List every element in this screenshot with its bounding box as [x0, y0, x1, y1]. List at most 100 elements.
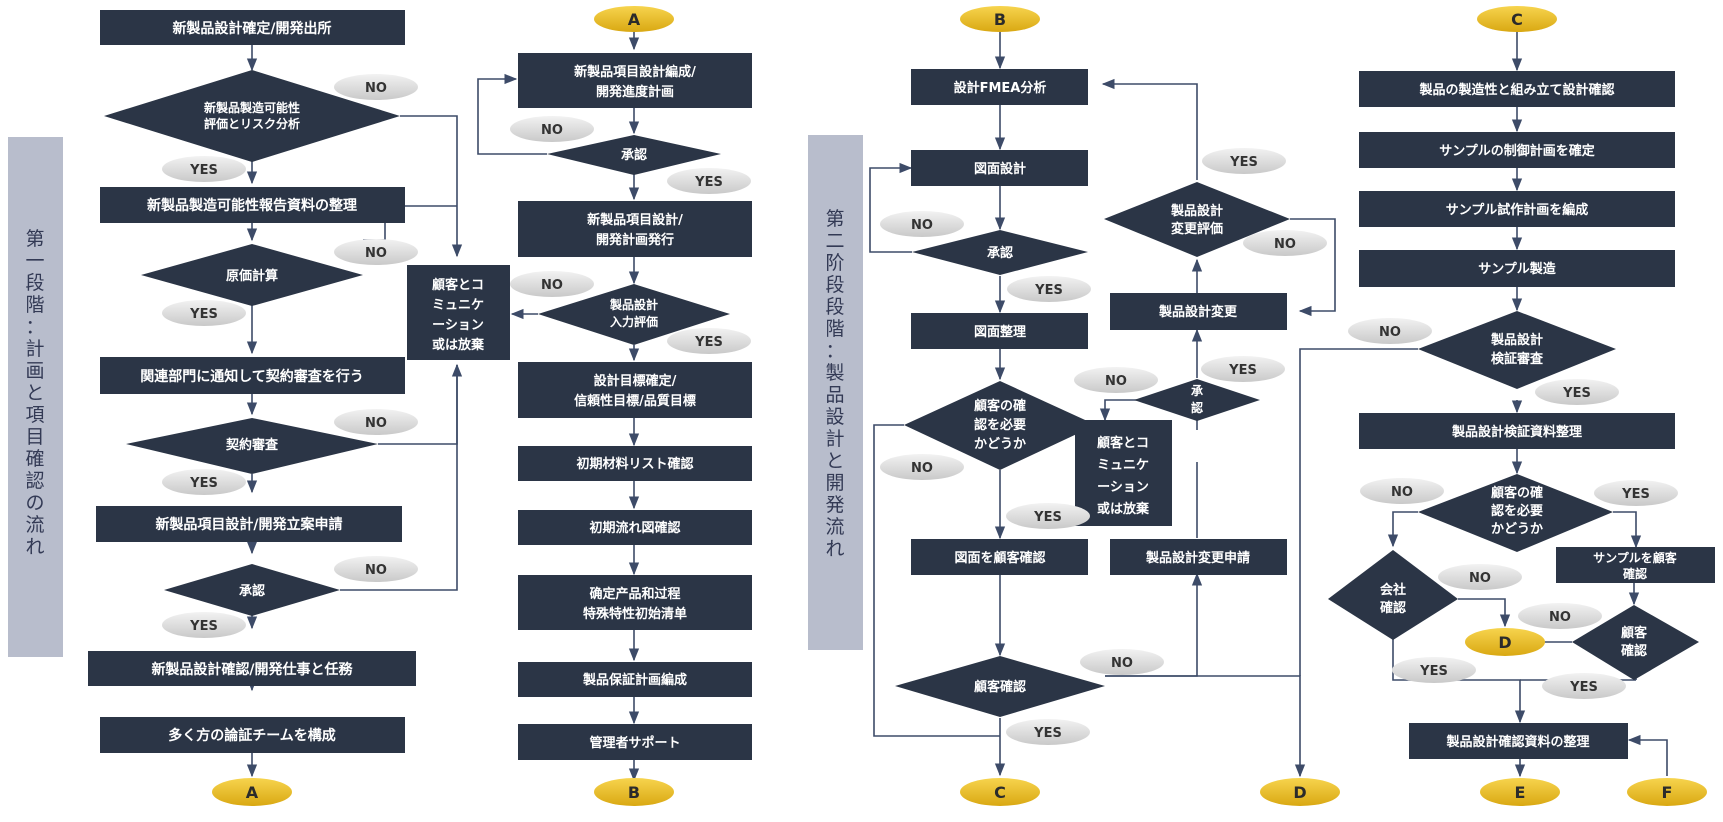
badge-yes-11: YES — [1006, 719, 1090, 745]
phase2-text-char: 第 — [825, 208, 844, 230]
badge-no-11: NO — [1080, 649, 1164, 675]
badge-yes-5: YES — [667, 168, 751, 194]
customer-decision-1: 顧客確認 — [895, 656, 1105, 717]
yes-no-badges: NO YES NO YES NO YES NO YES NO YES NO YE… — [162, 74, 1678, 745]
phase2-text-char: 発 — [825, 494, 844, 516]
phase1-text-char: 目 — [25, 426, 44, 448]
comm1-line4: 或は放棄 — [432, 337, 485, 353]
badge-yes-15: YES — [1542, 673, 1626, 699]
control-plan-label: サンプルの制御計画を確定 — [1439, 143, 1595, 159]
phase1-text-char: と — [25, 382, 44, 404]
flow-label: 初期流れ図確認 — [589, 520, 680, 536]
sample-customer-box: サンプルを顧客 確認 — [1556, 547, 1715, 583]
approve-decision-2-label: 承認 — [621, 147, 647, 163]
plan-line2: 開発進度計画 — [596, 84, 674, 100]
phase2-text-char: 計 — [825, 428, 844, 450]
customer-2-line1: 顧客 — [1621, 625, 1648, 641]
badge-yes-2: YES — [162, 300, 246, 326]
phase-1-sidebar: 第一段階：計画と項目確認の流れ — [8, 137, 63, 657]
badge-no-8: NO — [1243, 230, 1327, 256]
approve-decision-1-label: 承認 — [239, 583, 265, 599]
phase2-text-char: 階 — [825, 318, 844, 340]
materials-label: 初期材料リスト確認 — [576, 456, 693, 472]
connector-C-top-label: C — [1511, 10, 1523, 29]
badge-no-10-label: NO — [911, 461, 933, 476]
connector-A-top: A — [594, 6, 674, 32]
arrange-label: 図面整理 — [974, 324, 1026, 340]
feasibility-decision-line1: 新製品製造可能性 — [204, 100, 300, 115]
badge-no-1-label: NO — [365, 81, 387, 96]
phase1-text-char: 計 — [25, 338, 44, 360]
confirm-docs-label: 製品設計確認資料の整理 — [1445, 734, 1589, 750]
badge-yes-6-label: YES — [694, 335, 723, 350]
change-eval-line2: 変更評価 — [1171, 221, 1223, 237]
approve-decision-4-line1: 承 — [1191, 384, 1203, 398]
badge-yes-10: YES — [1006, 503, 1090, 529]
badge-yes-4-label: YES — [189, 619, 218, 634]
verify-docs-label: 製品設計検証資料整理 — [1451, 424, 1582, 440]
badge-no-6: NO — [510, 271, 594, 297]
start-box-label: 新製品設計確定/開発出所 — [172, 20, 331, 37]
badge-no-2-label: NO — [365, 246, 387, 261]
approve-decision-2: 承認 — [547, 135, 721, 175]
connector-A-bottom-label: A — [246, 783, 259, 802]
need-customer-decision-2: 顧客の確 認を必要 かどうか — [1418, 474, 1613, 552]
special-line1: 确定产品和过程 — [589, 586, 680, 602]
connector-D-mid-label: D — [1498, 633, 1511, 652]
company-line2: 確認 — [1380, 600, 1406, 616]
badge-no-10: NO — [880, 454, 964, 480]
apply-box: 新製品項目設計/開発立案申請 — [96, 506, 402, 542]
badge-yes-12: YES — [1535, 379, 1619, 405]
badge-no-15-label: NO — [1549, 610, 1571, 625]
company-decision: 会社 確認 — [1328, 550, 1458, 640]
confirm-docs-box: 製品設計確認資料の整理 — [1409, 723, 1628, 759]
approve-decision-4: 承 認 — [1134, 379, 1260, 421]
change-label: 製品設計変更 — [1158, 304, 1238, 320]
need-customer-1-line1: 顧客の確 — [974, 398, 1026, 414]
support-box: 管理者サポート — [518, 724, 752, 760]
targets-line2: 信頼性目標/品質目標 — [574, 393, 696, 409]
phase1-text-char: れ — [25, 536, 44, 558]
manufacturability-box: 製品の製造性と組み立て設計確認 — [1359, 71, 1675, 107]
badge-yes-7-label: YES — [1034, 283, 1063, 298]
badge-no-15: NO — [1518, 603, 1602, 629]
customer-confirm-box: 図面を顧客確認 — [911, 539, 1088, 575]
badge-yes-8-label: YES — [1229, 155, 1258, 170]
connector-C-bottom-label: C — [994, 783, 1006, 802]
phase1-text-char: の — [25, 492, 44, 514]
support-label: 管理者サポート — [589, 735, 680, 751]
badge-yes-10-label: YES — [1033, 510, 1062, 525]
connector-F-bottom-label: F — [1662, 783, 1673, 802]
badge-yes-9: YES — [1201, 356, 1285, 382]
connector-A-top-label: A — [628, 10, 641, 29]
badge-no-7: NO — [880, 211, 964, 237]
phase2-text-char: れ — [825, 538, 844, 560]
verify-decision-line2: 検証審査 — [1491, 351, 1544, 367]
targets-box: 設計目標確定/ 信頼性目標/品質目標 — [518, 362, 752, 418]
issue-box: 新製品項目設計/ 開発計画発行 — [518, 201, 752, 257]
notify-label: 関連部門に通知して契約審査を行う — [140, 368, 364, 385]
phase-2-label: 第二阶段段階：製品設計と開発流れ — [825, 208, 844, 560]
badge-no-13-label: NO — [1391, 485, 1413, 500]
comm2-line2: ミュニケ — [1097, 458, 1149, 473]
badge-yes-13-label: YES — [1621, 487, 1650, 502]
need-customer-2-line1: 顧客の確 — [1491, 485, 1543, 501]
plan-line1: 新製品項目設計編成/ — [574, 64, 696, 80]
badge-no-5: NO — [510, 116, 594, 142]
team-box: 多く方の論証チームを構成 — [100, 717, 405, 753]
badge-no-8-label: NO — [1274, 237, 1296, 252]
input-eval-decision: 製品設計 入力評価 — [538, 284, 730, 345]
fmea-box: 設計FMEA分析 — [911, 69, 1088, 105]
phase1-text-char: 流 — [25, 514, 44, 536]
badge-no-3: NO — [334, 409, 418, 435]
phase1-text-char: 段 — [25, 272, 44, 294]
feasibility-report-label: 新製品製造可能性報告資料の整理 — [147, 197, 357, 214]
comm1-line2: ミュニケ — [432, 298, 484, 313]
issue-line1: 新製品項目設計/ — [587, 212, 683, 228]
plan-box: 新製品項目設計編成/ 開発進度計画 — [518, 53, 752, 108]
comm1-line3: ーション — [432, 318, 484, 333]
phase2-text-char: 開 — [825, 472, 844, 494]
badge-yes-1: YES — [162, 156, 246, 182]
